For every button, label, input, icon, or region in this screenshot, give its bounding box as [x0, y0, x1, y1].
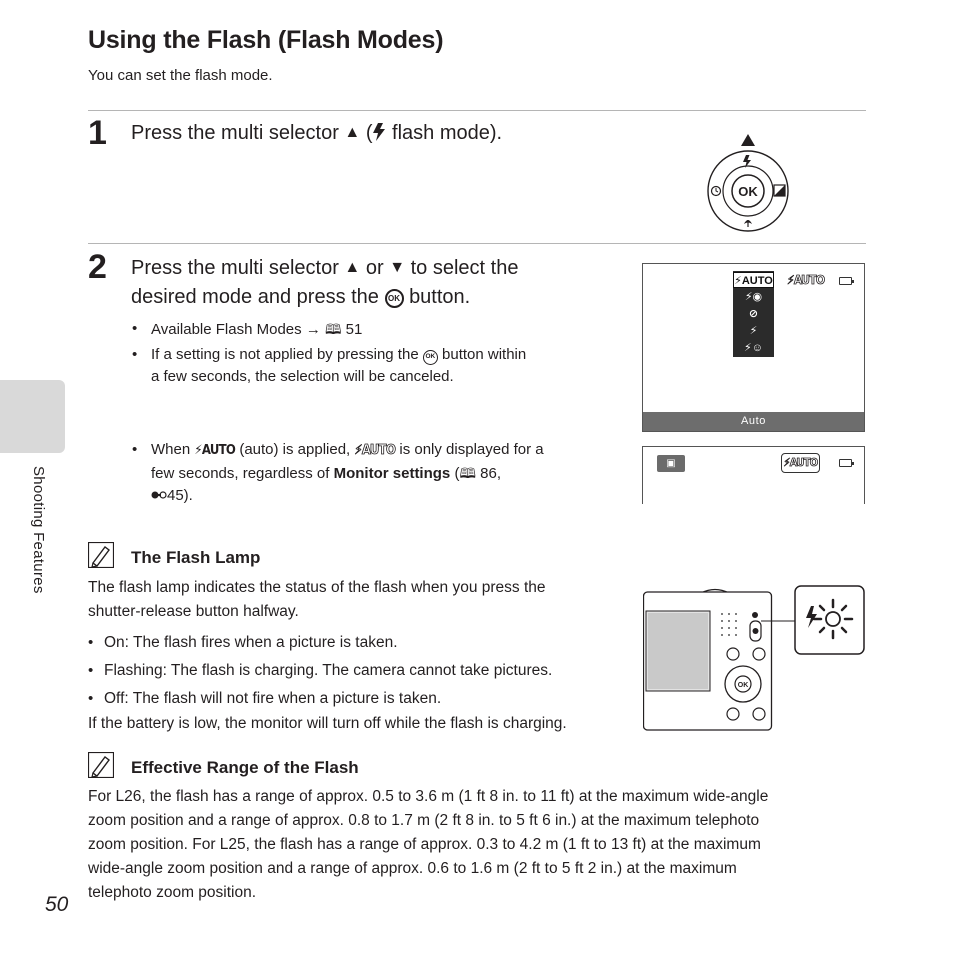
book-icon: 🕮: [459, 465, 476, 481]
svg-text:OK: OK: [738, 682, 749, 689]
self-timer-icon: [710, 185, 722, 197]
flash-range-text: For L26, the flash has a range of approx…: [88, 788, 769, 901]
flash-auto-indicator-icon: ⚡AUTO: [787, 273, 826, 288]
step-1-number: 1: [88, 114, 107, 152]
flash-icon: [743, 155, 751, 168]
flash-lamp: [752, 612, 758, 618]
page-title: Using the Flash (Flash Modes): [88, 26, 444, 54]
monitor-settings-term: Monitor settings: [333, 465, 451, 482]
flash-auto-outline-icon: ⚡AUTO: [354, 443, 396, 459]
flash-lamp-footer: If the battery is low, the monitor will …: [88, 715, 567, 732]
list-item: •On: The flash fires when a picture is t…: [88, 634, 398, 651]
divider: [88, 110, 866, 111]
flash-auto-indicator-icon: ⚡AUTO: [781, 453, 820, 473]
step-2-heading-line1: Press the multi selector ▲ or ▼ to selec…: [131, 254, 518, 284]
step-2-text: or: [365, 257, 384, 279]
flash-icon: [373, 123, 386, 141]
ok-button-icon: OK: [384, 289, 404, 308]
step-1-text-after: flash mode).: [392, 122, 503, 144]
step-2-heading-line2: desired mode and press the OK button.: [131, 283, 470, 312]
menu-item-off[interactable]: ⊘: [748, 308, 759, 320]
note-icon: [88, 752, 114, 778]
step-2-text: to select the: [410, 257, 519, 279]
step-2-text: desired mode and press the: [131, 286, 379, 308]
camera-mode-icon: ▣: [657, 455, 685, 472]
down-triangle-icon: ▼: [389, 259, 406, 276]
step-2-text: button.: [409, 286, 471, 308]
multi-selector-diagram: OK: [707, 134, 789, 232]
up-triangle-icon: ▲: [344, 124, 361, 141]
flash-mode-menu: ⚡AUTO ⚡◉ ⊘ ⚡ ⚡☺: [733, 271, 774, 357]
flash-lamp-intro: The flash lamp indicates the status of t…: [88, 579, 546, 620]
camera-back-illustration: OK: [643, 585, 865, 731]
step-2-text: Press the multi selector: [131, 257, 339, 279]
section-label: Shooting Features: [30, 466, 47, 594]
reference-section-icon: [151, 491, 167, 499]
flash-range-heading: Effective Range of the Flash: [131, 758, 359, 777]
page-number: 50: [45, 893, 69, 916]
note-icon: [88, 542, 114, 568]
camera-screen-live-view: ▣ ⚡AUTO: [642, 446, 865, 504]
up-arrow-icon: [741, 134, 755, 146]
menu-item-red-eye[interactable]: ⚡◉: [744, 291, 763, 303]
bullet-auto-flash: • When ⚡AUTO (auto) is applied, ⚡AUTO is…: [132, 441, 544, 504]
battery-icon: [839, 459, 854, 467]
arrow-icon: →: [305, 321, 321, 338]
step-1-heading: Press the multi selector ▲ ( flash mode)…: [131, 119, 502, 149]
ok-button: [731, 174, 765, 208]
bullet-available-modes: • Available Flash Modes → 🕮 51: [132, 320, 363, 338]
list-item: •Off: The flash will not fire when a pic…: [88, 690, 442, 707]
flash-lamp-heading: The Flash Lamp: [131, 548, 261, 567]
menu-item-fill[interactable]: ⚡: [749, 325, 758, 337]
camera-screen-flash-menu: ⚡AUTO ⚡◉ ⊘ ⚡ ⚡☺ ⚡AUTO Auto: [642, 263, 865, 432]
menu-item-auto[interactable]: ⚡AUTO: [733, 272, 774, 288]
ok-label: OK: [738, 184, 758, 199]
flash-lamp-list: •On: The flash fires when a picture is t…: [88, 629, 553, 713]
flash-auto-icon: ⚡AUTO: [194, 443, 236, 458]
step-2-number: 2: [88, 248, 107, 286]
battery-icon: [839, 277, 854, 285]
divider: [88, 243, 866, 244]
menu-item-slow-sync[interactable]: ⚡☺: [744, 342, 763, 354]
list-item: •Flashing: The flash is charging. The ca…: [88, 662, 553, 679]
up-triangle-icon: ▲: [344, 259, 361, 276]
step-1-text-before: Press the multi selector: [131, 122, 339, 144]
ok-button-icon: OK: [422, 350, 438, 365]
page-subtitle: You can set the flash mode.: [88, 67, 273, 84]
bullet-not-applied: • If a setting is not applied by pressin…: [132, 346, 527, 385]
book-icon: 🕮: [324, 321, 342, 337]
flash-mode-status-bar: Auto: [643, 412, 864, 431]
section-tab: [0, 380, 65, 453]
